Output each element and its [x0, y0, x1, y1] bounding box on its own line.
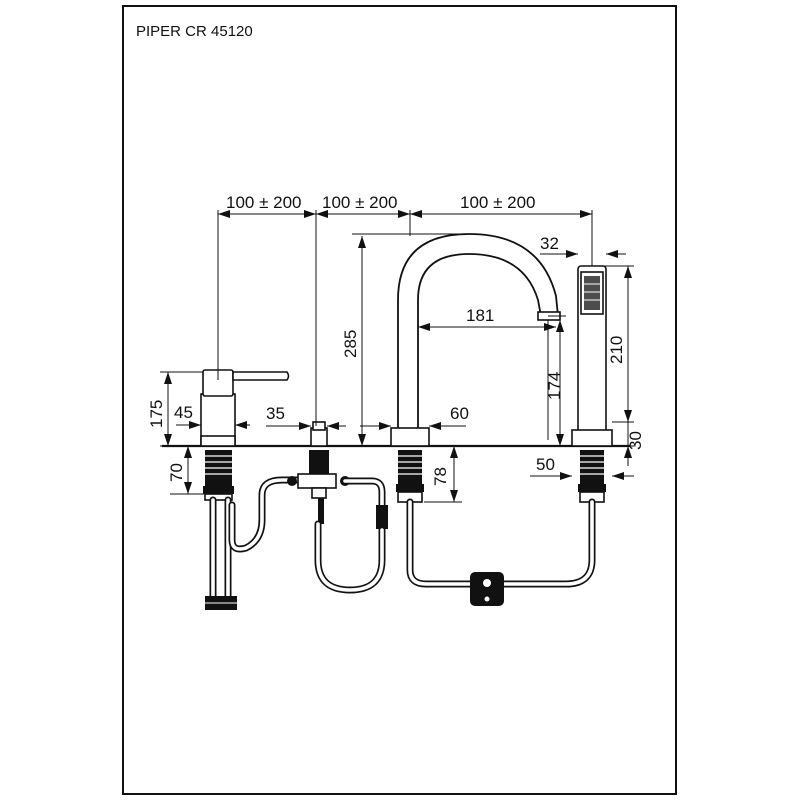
svg-text:45: 45 — [174, 403, 193, 422]
dimension-spacing-1: 100 ± 200 — [218, 193, 316, 218]
svg-text:32: 32 — [540, 234, 559, 253]
hose-weight — [470, 572, 504, 606]
dimension-spout-outlet-height: 174 — [545, 320, 564, 446]
dimension-spout-tip: 32 — [540, 234, 626, 258]
dimension-spout-height: 285 — [341, 236, 366, 446]
dimension-shank-left: 70 — [167, 446, 192, 494]
dimension-diverter-offset: 35 — [266, 404, 346, 430]
dimension-spout-reach: 181 — [418, 306, 556, 331]
svg-text:30: 30 — [626, 431, 645, 450]
svg-text:100 ± 200: 100 ± 200 — [460, 193, 536, 212]
product-title: PIPER CR 45120 — [136, 23, 253, 40]
spout — [390, 233, 561, 447]
spout-hose — [406, 498, 474, 588]
mixer-shank — [203, 450, 234, 501]
spout-shank — [396, 450, 424, 503]
drawing-border — [122, 5, 677, 795]
svg-text:210: 210 — [607, 336, 626, 364]
supply-hoses — [205, 496, 237, 610]
svg-text:181: 181 — [466, 306, 494, 325]
svg-text:174: 174 — [545, 372, 564, 400]
mixer-body — [200, 369, 290, 447]
hand-shower-shank — [578, 450, 606, 503]
dimension-shank-spout: 78 — [431, 446, 458, 502]
svg-text:100 ± 200: 100 ± 200 — [226, 193, 302, 212]
svg-text:78: 78 — [431, 467, 450, 486]
mixer-to-diverter-hose — [228, 476, 304, 553]
svg-text:175: 175 — [147, 400, 166, 428]
svg-text:285: 285 — [341, 330, 360, 358]
svg-text:60: 60 — [450, 404, 469, 423]
dimension-spacing-3: 100 ± 200 — [410, 193, 592, 218]
dimension-mixer-height: 175 — [147, 372, 172, 446]
extension-lines — [160, 210, 634, 503]
dimension-spout-base: 60 — [360, 404, 469, 430]
diverter-hoses — [314, 477, 388, 594]
dimension-lever-base: 45 — [174, 403, 250, 429]
svg-text:70: 70 — [167, 463, 186, 482]
dimension-hand-shower-holder: 50 — [530, 455, 626, 480]
svg-text:100 ± 200: 100 ± 200 — [322, 193, 398, 212]
svg-text:50: 50 — [536, 455, 555, 474]
dimension-hand-shower-base: 30 — [624, 422, 645, 466]
hand-shower — [571, 265, 613, 447]
svg-text:35: 35 — [266, 404, 285, 423]
dimension-hand-shower-length: 210 — [607, 266, 632, 422]
dimension-spacing-2: 100 ± 200 — [316, 193, 410, 218]
diverter-body — [287, 421, 350, 524]
hand-shower-hose — [470, 498, 596, 606]
